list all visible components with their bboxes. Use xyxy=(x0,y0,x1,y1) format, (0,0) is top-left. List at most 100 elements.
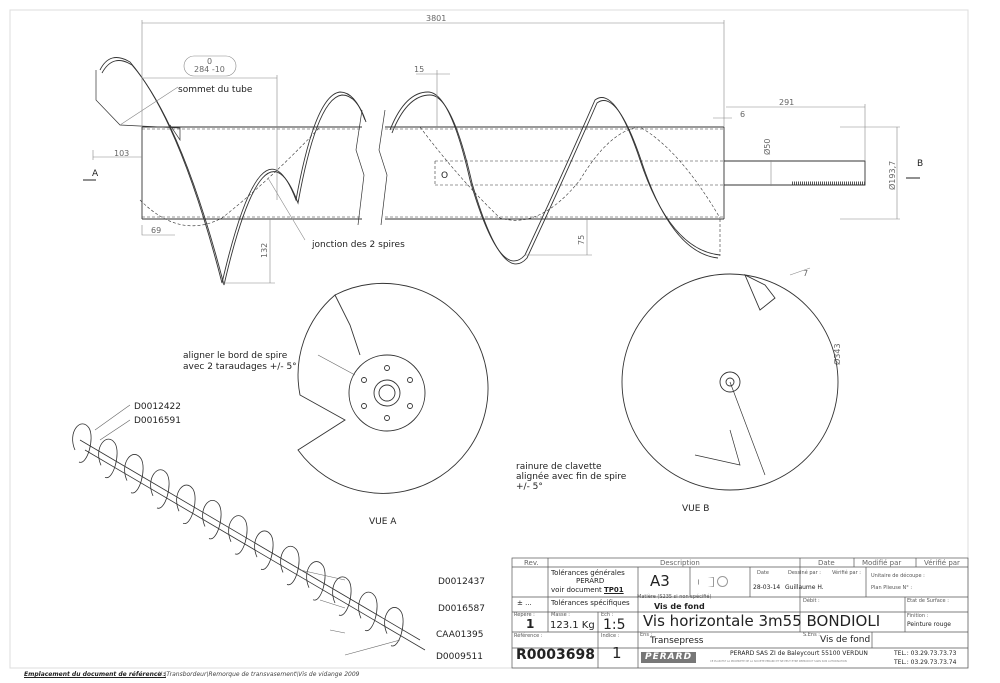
dim-tolerance-upper: 0 xyxy=(207,57,212,66)
tol-spec: Tolérances spécifiques xyxy=(551,599,630,607)
tol-gen-3: voir document xyxy=(551,586,602,594)
debit-label: Débit : xyxy=(803,598,820,604)
reference-label: Référence : xyxy=(514,633,543,639)
note-sommet: sommet du tube xyxy=(178,85,253,95)
copyright-note: CE PLAN EST LA PROPRIETE DE LA SOCIETE P… xyxy=(710,660,847,663)
masse-label: Masse : xyxy=(551,612,570,618)
dimension-lines xyxy=(83,20,920,284)
indice-value: 1 xyxy=(612,644,622,662)
dim-50: Ø50 xyxy=(762,139,772,155)
view-b xyxy=(621,267,839,491)
note-rainure-3: +/- 5° xyxy=(516,482,543,492)
title-block-grid xyxy=(511,557,969,669)
isometric-coil xyxy=(98,438,118,478)
sheet-border xyxy=(9,9,969,669)
center-mark: O xyxy=(441,171,448,181)
isometric-coil xyxy=(332,576,352,616)
part-ref-2: D0016591 xyxy=(134,416,181,426)
matiere-label: Matière (S235 si non spécifié) xyxy=(637,594,712,600)
note-rainure-2: alignée avec fin de spire xyxy=(516,471,627,482)
dim-6: 6 xyxy=(740,110,745,119)
tel-1: TEL.: 03.29.73.73.73 xyxy=(894,650,957,657)
note-jonction: jonction des 2 spires xyxy=(311,240,405,250)
finition-label: Finition : xyxy=(907,613,929,619)
masse-value: 123.1 Kg xyxy=(550,620,595,631)
unitaire-label: Unitaire de découpe : xyxy=(871,573,925,579)
ensemble-value: Transepress xyxy=(650,636,704,646)
isometric-coil xyxy=(72,423,92,463)
note-aligner-1: aligner le bord de spire xyxy=(183,351,288,361)
tol-gen-doc-link[interactable]: TP01 xyxy=(604,586,624,594)
helix-2 xyxy=(389,91,721,262)
date-label: Date xyxy=(757,570,769,576)
part-ref-6: D0009511 xyxy=(436,652,483,662)
tol-gen-1: Tolérances générales xyxy=(551,569,625,577)
dim-overall-length: 3801 xyxy=(426,14,446,23)
isometric-coil xyxy=(124,454,144,494)
dim-291: 291 xyxy=(779,98,794,107)
finition-value: Peinture rouge xyxy=(907,621,951,628)
dim-7: 7 xyxy=(803,269,808,278)
isometric-coil xyxy=(202,499,222,539)
isometric-view xyxy=(72,404,426,656)
header-rev: Rev. xyxy=(524,559,539,567)
date-value: 28-03-14 xyxy=(753,584,781,591)
dim-193: Ø193,7 xyxy=(887,161,897,190)
view-a-label: VUE A xyxy=(369,517,397,527)
dim-75: 75 xyxy=(577,235,586,245)
dim-69: 69 xyxy=(151,226,161,235)
etat-label: Etat de Surface : xyxy=(907,598,949,604)
sens-label: S.Ens : xyxy=(803,632,820,638)
header-modifie: Modifié par xyxy=(862,559,902,567)
dim-tolerance-nominal: 284 -10 xyxy=(194,65,225,74)
tel-2: TEL.: 03.29.73.73.74 xyxy=(894,659,957,666)
shaft xyxy=(723,127,866,219)
reference-value: R0003698 xyxy=(516,647,595,663)
isometric-coil xyxy=(384,607,404,647)
part-ref-3: D0012437 xyxy=(438,577,485,587)
view-b-label: VUE B xyxy=(682,504,709,514)
dim-15: 15 xyxy=(414,65,424,74)
view-a xyxy=(297,282,489,494)
tube-outline xyxy=(142,126,724,220)
company-address: PERARD SAS ZI de Baleycourt 55100 VERDUN xyxy=(730,650,868,657)
isometric-coil xyxy=(176,484,196,524)
part-ref-4: D0016587 xyxy=(438,604,485,614)
format: A3 xyxy=(650,572,670,590)
tol-gen-2: PERARD xyxy=(576,577,605,585)
dim-343: Ø343 xyxy=(832,343,842,365)
header-description: Description xyxy=(660,559,700,567)
repere-label: Repère : xyxy=(514,612,535,618)
isometric-coil xyxy=(306,561,326,601)
repere-value: 1 xyxy=(526,617,535,631)
arrow-b-label: B xyxy=(917,159,923,169)
echelle-value: 1:5 xyxy=(603,617,626,633)
break-lines xyxy=(355,109,388,226)
isometric-coil xyxy=(228,515,248,555)
note-rainure-1: rainure de clavette xyxy=(516,462,602,472)
drawing-title: Vis horizontale 3m55 BONDIOLI xyxy=(643,612,881,630)
part-ref-5: CAA01395 xyxy=(436,630,483,640)
isometric-coil xyxy=(358,591,378,631)
projection-circle-icon xyxy=(717,576,728,587)
header-verifie: Vérifié par xyxy=(924,559,960,567)
arrow-a-label: A xyxy=(92,169,99,179)
dessine-value: Guillaume H. xyxy=(785,584,824,591)
sous-ensemble-value: Vis de fond xyxy=(820,635,871,645)
matiere-value: Vis de fond xyxy=(654,602,705,611)
plan-label: Plan Plieuse N° : xyxy=(871,585,913,591)
footer-label: Emplacement du document de référence : xyxy=(24,671,166,678)
header-date: Date xyxy=(818,559,835,567)
isometric-coil xyxy=(280,545,300,585)
side-view xyxy=(95,57,866,286)
isometric-coil xyxy=(254,530,274,570)
footer-path: U:\Transbordeur\Remorque de transvasemen… xyxy=(158,671,360,678)
dim-103: 103 xyxy=(114,149,129,158)
isometric-coil xyxy=(150,469,170,509)
perard-logo: PERARD xyxy=(641,652,697,663)
verifie-label: Vérifié par : xyxy=(832,570,861,576)
ech-label: Ech : xyxy=(601,612,614,618)
indice-label: Indice : xyxy=(601,633,620,639)
